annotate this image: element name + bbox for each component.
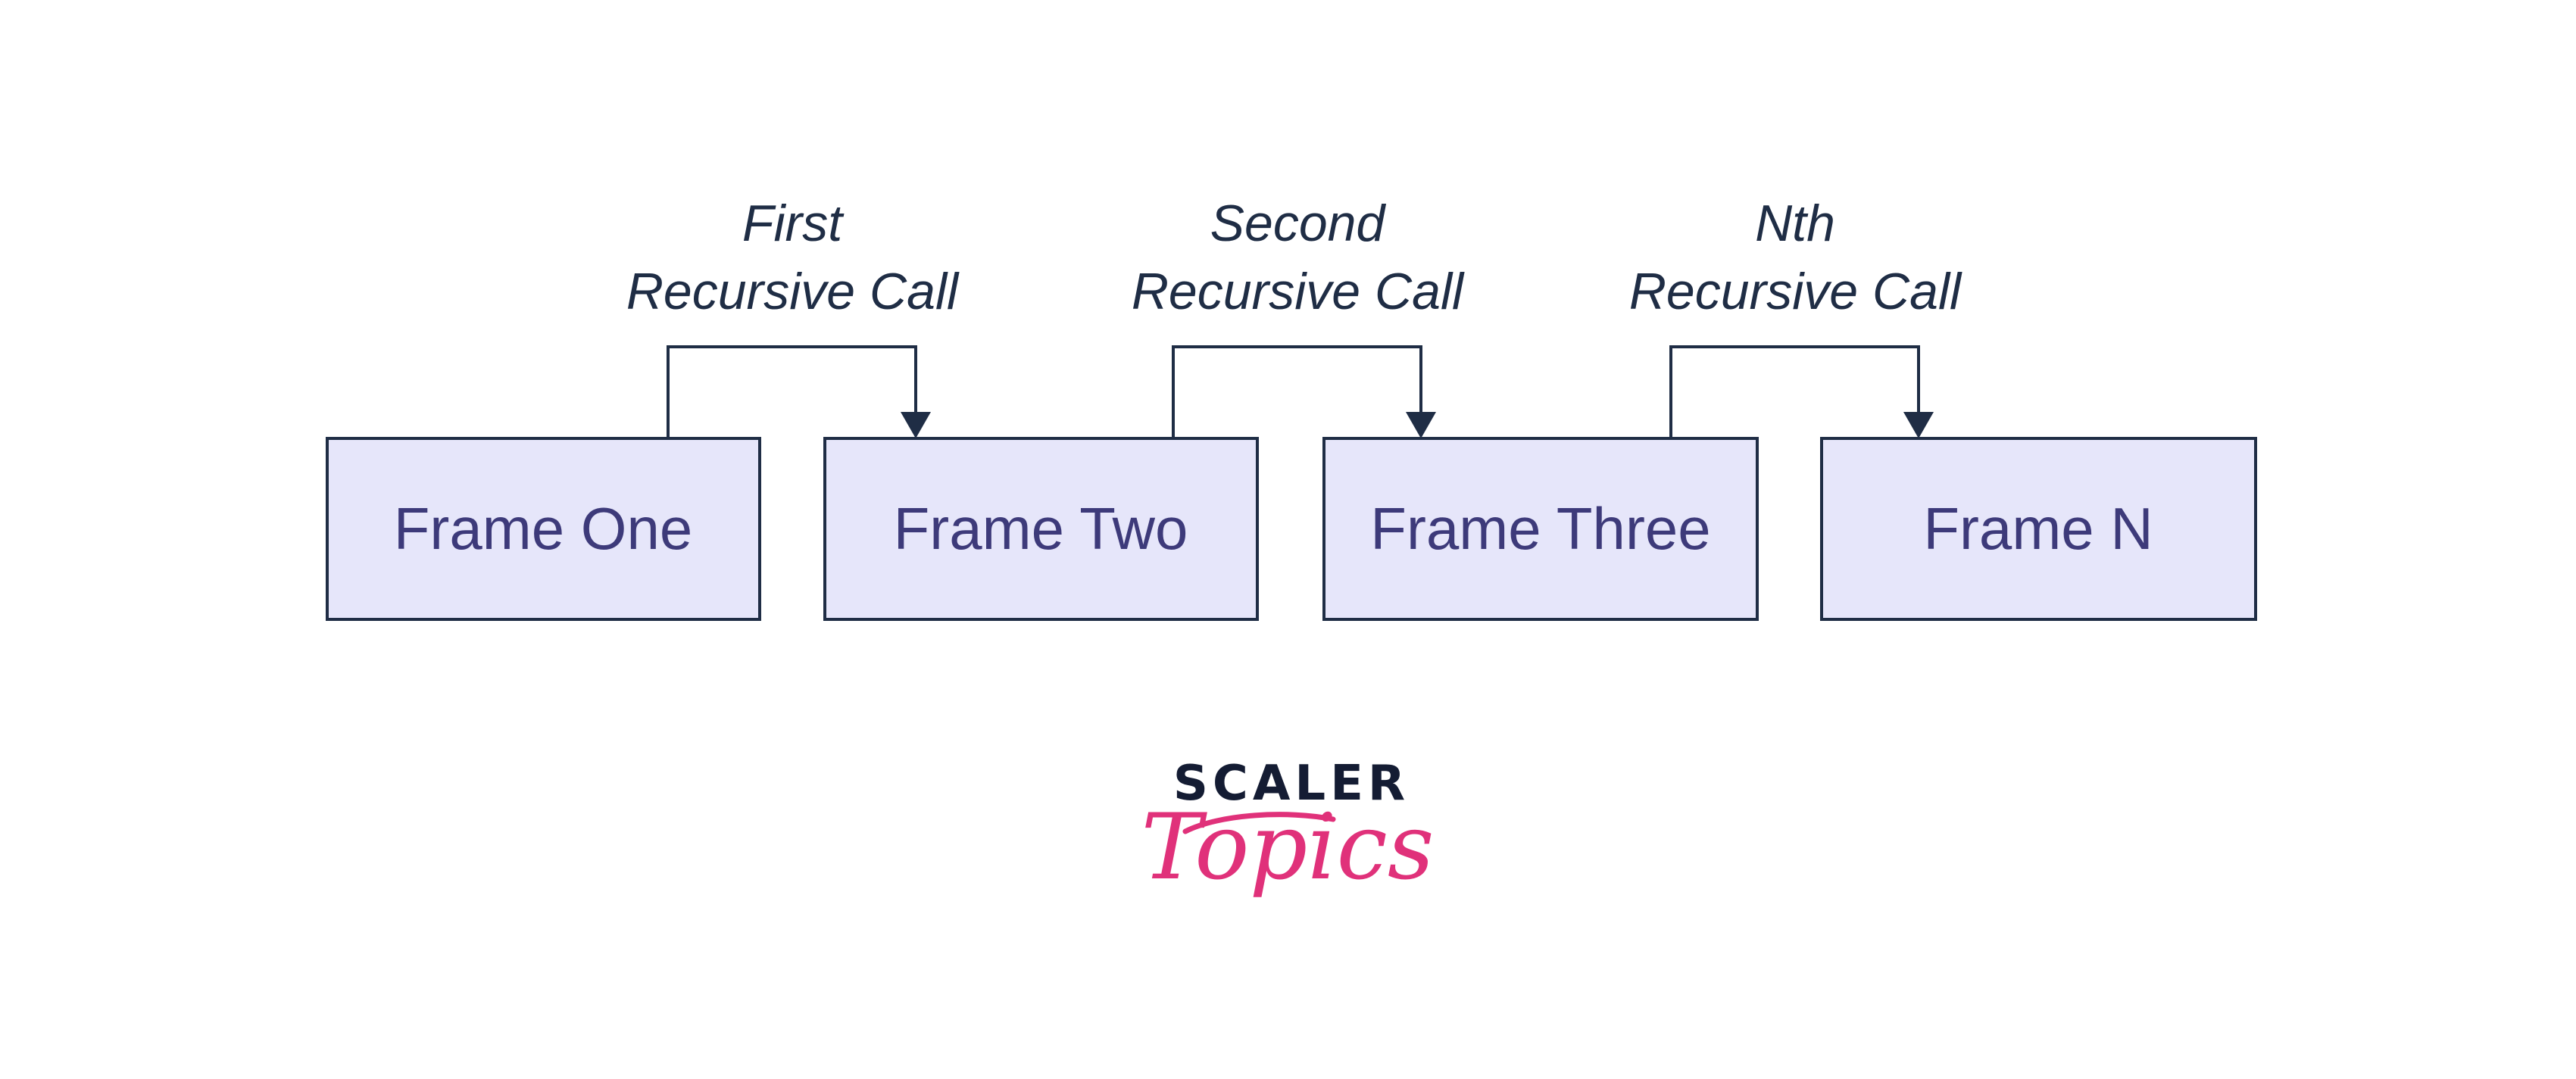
logo-scaler-text: SCALER [1173, 756, 1410, 812]
nth-call-label-line1: Nth [1755, 195, 1835, 252]
first-call-label: First Recursive Call [626, 195, 960, 320]
first-call-label-line2: Recursive Call [626, 263, 960, 320]
frame-one-box [326, 437, 761, 621]
second-call-arrowhead [1406, 412, 1436, 438]
frame-three-box [1322, 437, 1759, 621]
first-call-label-line1: First [742, 195, 845, 252]
nth-call-arrow [1669, 345, 1934, 438]
second-call-label-line2: Recursive Call [1132, 263, 1465, 320]
logo-topics-text: Topics [1141, 795, 1435, 900]
nth-call-label-line2: Recursive Call [1629, 263, 1962, 320]
frame-one-label: Frame One [394, 495, 692, 562]
first-call-arrow [667, 345, 931, 438]
frame-three-label: Frame Three [1370, 495, 1710, 562]
nth-call-connector [1669, 345, 1920, 438]
frame-two-label: Frame Two [894, 495, 1188, 562]
frame-three: Frame Three [1322, 437, 1759, 621]
second-call-connector [1172, 345, 1422, 438]
scaler-topics-logo: SCALER Topics [1141, 756, 1435, 900]
logo-swash-icon [1182, 812, 1336, 834]
frame-two: Frame Two [823, 437, 1259, 621]
first-call-connector [667, 345, 917, 438]
nth-call-arrowhead [1903, 412, 1934, 438]
frame-n-box [1820, 437, 2257, 621]
second-call-label: Second Recursive Call [1132, 195, 1465, 320]
frame-one: Frame One [326, 437, 761, 621]
frame-n-label: Frame N [1923, 495, 2153, 562]
frame-n: Frame N [1820, 437, 2257, 621]
nth-call-label: Nth Recursive Call [1629, 195, 1962, 320]
second-call-label-line1: Second [1210, 195, 1387, 252]
first-call-arrowhead [901, 412, 931, 438]
second-call-arrow [1172, 345, 1436, 438]
frame-two-box [823, 437, 1259, 621]
